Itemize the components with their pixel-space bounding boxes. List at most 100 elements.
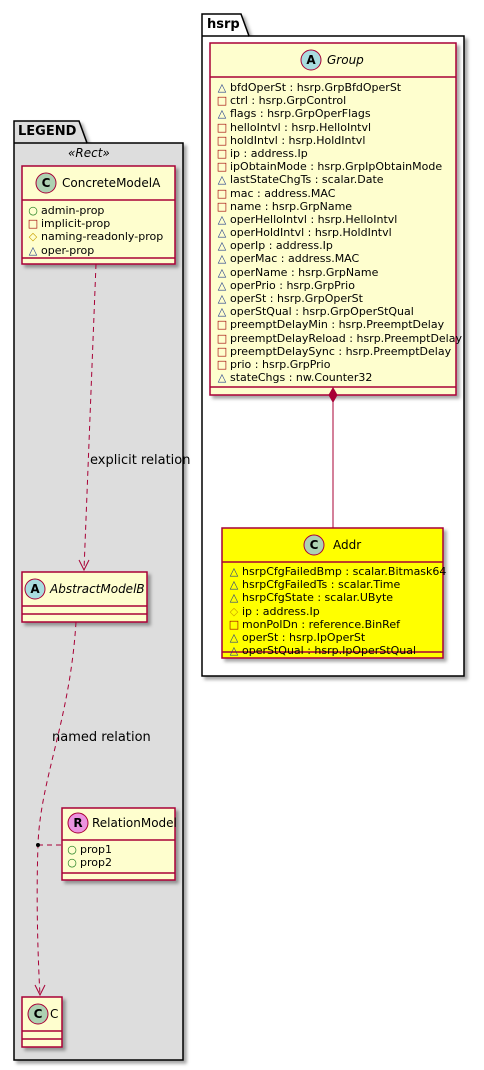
relation-model-name: RelationModel <box>92 816 177 830</box>
group-class-box <box>209 42 457 396</box>
attribute-text: implicit-prop <box>41 217 111 231</box>
private-visibility-icon: □ <box>216 199 228 213</box>
attribute-row: △hsrpCfgFailedTs : scalar.Time <box>228 578 446 591</box>
attribute-text: operStQual : hsrp.IpOperStQual <box>242 644 417 658</box>
attribute-text: ip : address.Ip <box>230 146 308 160</box>
addr-badge-letter: C <box>309 538 319 552</box>
attribute-row: △hsrpCfgFailedBmp : scalar.Bitmask64 <box>228 565 447 578</box>
public-visibility-icon: ○ <box>67 843 77 856</box>
concrete-model-badge <box>35 172 57 194</box>
association-class-link <box>36 843 62 847</box>
attribute-text: holdIntvl : hsrp.HoldIntvl <box>230 133 366 147</box>
package-visibility-icon: △ <box>217 81 227 94</box>
legend-package-title: LEGEND <box>18 124 77 139</box>
private-visibility-icon: □ <box>27 217 39 231</box>
addr-class-box <box>221 527 444 659</box>
attribute-row: △operSt : hsrp.IpOperSt <box>228 631 446 644</box>
hsrp-package-title: hsrp <box>207 17 240 32</box>
package-visibility-icon: △ <box>229 591 239 605</box>
attribute-row: □preemptDelaySync : hsrp.PreemptDelay <box>216 345 462 358</box>
concrete-model-name: ConcreteModelA <box>62 176 161 190</box>
attribute-row: ○prop1 <box>66 843 112 856</box>
private-visibility-icon: □ <box>216 160 228 174</box>
attribute-row: △operHelloIntvl : hsrp.HelloIntvl <box>216 213 462 226</box>
attribute-text: preemptDelaySync : hsrp.PreemptDelay <box>230 344 452 358</box>
attribute-text: operHoldIntvl : hsrp.HoldIntvl <box>230 226 392 240</box>
attribute-text: mac : address.MAC <box>230 186 336 200</box>
private-visibility-icon: □ <box>216 331 228 345</box>
attribute-text: operHelloIntvl : hsrp.HelloIntvl <box>230 212 398 226</box>
private-visibility-icon: □ <box>216 146 228 160</box>
package-visibility-icon: △ <box>229 644 239 658</box>
attribute-text: name : hsrp.GrpName <box>230 199 353 213</box>
attribute-text: operStQual : hsrp.GrpOperStQual <box>230 305 414 319</box>
attribute-row: □ipObtainMode : hsrp.GrpIpObtainMode <box>216 160 462 173</box>
attribute-row: ◇naming-readonly-prop <box>27 230 163 243</box>
attribute-row: △hsrpCfgState : scalar.UByte <box>228 591 446 604</box>
concrete-attribute-list: ○admin-prop□implicit-prop◇naming-readonl… <box>27 204 163 257</box>
package-visibility-icon: △ <box>217 226 227 240</box>
package-visibility-icon: △ <box>217 371 227 385</box>
attribute-text: admin-prop <box>41 204 105 217</box>
attribute-text: operName : hsrp.GrpName <box>230 265 379 279</box>
attribute-row: □helloIntvl : hsrp.HelloIntvl <box>216 121 462 134</box>
package-visibility-icon: △ <box>217 239 227 253</box>
package-visibility-icon: △ <box>217 107 227 121</box>
attribute-text: operMac : address.MAC <box>230 252 360 266</box>
addr-class-name: Addr <box>333 538 362 552</box>
relation-badge-letter: R <box>73 816 83 830</box>
attribute-text: flags : hsrp.GrpOperFlags <box>230 107 371 121</box>
attribute-row: □mac : address.MAC <box>216 187 462 200</box>
attribute-row: △stateChgs : nw.Counter32 <box>216 371 462 384</box>
attribute-text: hsrpCfgFailedBmp : scalar.Bitmask64 <box>242 565 447 578</box>
attribute-row: □implicit-prop <box>27 217 163 230</box>
attribute-row: △operSt : hsrp.GrpOperSt <box>216 292 462 305</box>
package-visibility-icon: △ <box>229 578 239 592</box>
attribute-text: ctrl : hsrp.GrpControl <box>230 94 347 108</box>
attribute-row: □ip : address.Ip <box>216 147 462 160</box>
attribute-text: naming-readonly-prop <box>41 230 164 244</box>
private-visibility-icon: □ <box>216 318 228 332</box>
attribute-row: ○prop2 <box>66 856 112 869</box>
abstract-model-badge <box>24 578 46 600</box>
package-visibility-icon: △ <box>217 173 227 187</box>
attribute-text: operPrio : hsrp.GrpPrio <box>230 278 355 292</box>
attribute-text: operSt : hsrp.GrpOperSt <box>230 292 363 305</box>
attribute-row: ◇ip : address.Ip <box>228 605 446 618</box>
attribute-text: hsrpCfgState : scalar.UByte <box>242 591 394 605</box>
package-visibility-icon: △ <box>217 265 227 279</box>
group-abstract-badge <box>300 49 322 71</box>
group-attribute-list: △bfdOperSt : hsrp.GrpBfdOperSt□ctrl : hs… <box>216 81 462 384</box>
attribute-row: △oper-prop <box>27 244 163 257</box>
addr-attribute-list: △hsrpCfgFailedBmp : scalar.Bitmask64△hsr… <box>228 565 447 657</box>
c-class-badge <box>27 1003 49 1025</box>
attribute-text: bfdOperSt : hsrp.GrpBfdOperSt <box>230 81 402 94</box>
attribute-text: oper-prop <box>41 243 95 257</box>
package-visibility-icon: △ <box>229 630 239 644</box>
attribute-text: helloIntvl : hsrp.HelloIntvl <box>230 120 372 134</box>
private-visibility-icon: □ <box>216 344 228 358</box>
public-visibility-icon: ○ <box>28 204 38 217</box>
protected-visibility-icon: ◇ <box>229 604 239 618</box>
relation-attribute-list: ○prop1○prop2 <box>66 843 112 869</box>
package-visibility-icon: △ <box>217 212 227 226</box>
attribute-text: prop2 <box>80 856 112 870</box>
attribute-text: hsrpCfgFailedTs : scalar.Time <box>242 578 401 592</box>
attribute-row: △operStQual : hsrp.IpOperStQual <box>228 644 446 657</box>
attribute-row: △flags : hsrp.GrpOperFlags <box>216 107 462 120</box>
attribute-text: preemptDelayMin : hsrp.PreemptDelay <box>230 318 445 332</box>
abstract-badge-letter: A <box>30 582 40 596</box>
attribute-row: □holdIntvl : hsrp.HoldIntvl <box>216 134 462 147</box>
abstract-model-name: AbstractModelB <box>50 582 145 596</box>
private-visibility-icon: □ <box>216 94 228 108</box>
named-relation-label: named relation <box>52 730 151 745</box>
attribute-row: △operPrio : hsrp.GrpPrio <box>216 279 462 292</box>
explicit-relation-label: explicit relation <box>90 453 191 468</box>
attribute-text: stateChgs : nw.Counter32 <box>230 371 373 385</box>
attribute-text: prop1 <box>80 843 112 856</box>
attribute-row: △bfdOperSt : hsrp.GrpBfdOperSt <box>216 81 462 94</box>
attribute-text: preemptDelayReload : hsrp.PreemptDelay <box>230 331 462 345</box>
attribute-row: ○admin-prop <box>27 204 163 217</box>
composition-edge <box>328 386 338 528</box>
package-visibility-icon: △ <box>229 565 239 578</box>
